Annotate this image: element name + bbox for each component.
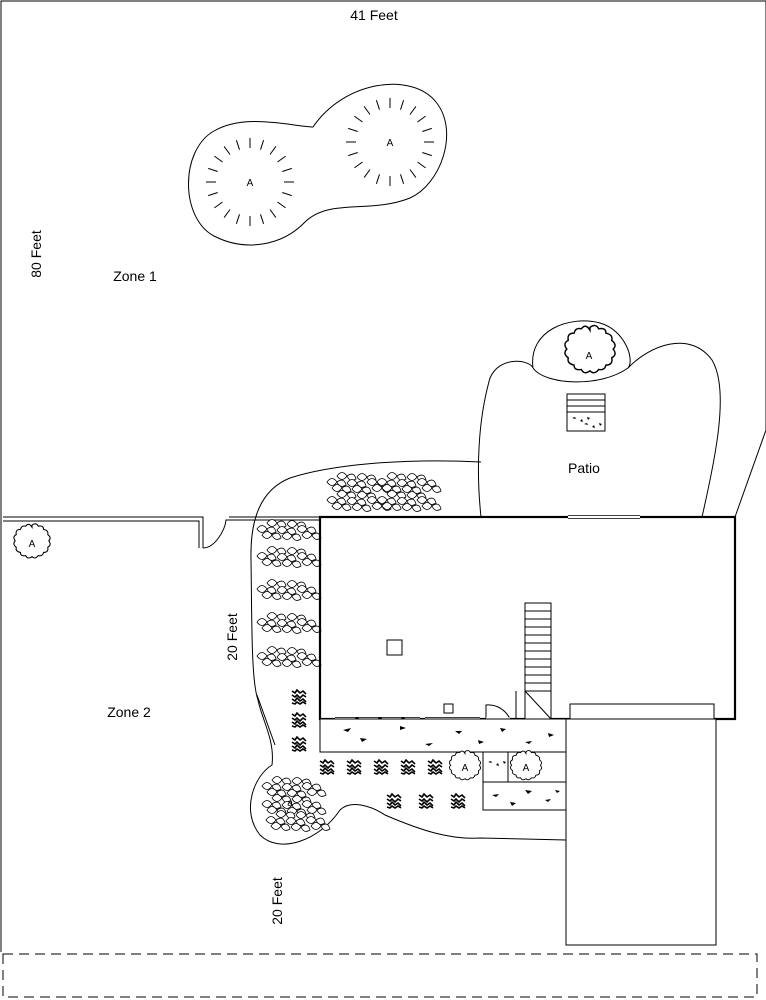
house-planting-bed — [250, 460, 567, 845]
front-tree-1-label: A — [462, 763, 469, 774]
right-bed-edge — [734, 429, 766, 518]
top-hedge — [327, 473, 441, 512]
left-height-dimension: 80 Feet — [28, 230, 44, 278]
front-door — [485, 704, 511, 720]
patio-tree — [564, 324, 616, 374]
front-planter-speckled — [482, 751, 509, 783]
street-sidewalk — [2, 953, 758, 998]
zone-1-label: Zone 1 — [113, 268, 157, 284]
patio-tree-bed — [532, 367, 629, 383]
house-feature-square — [386, 639, 403, 656]
shrub-label-right: A — [387, 138, 394, 149]
fence-tree-label: A — [29, 539, 36, 550]
peanut-bed — [188, 83, 448, 246]
front-yard-dimension: 20 Feet — [269, 877, 285, 925]
house-small-square — [443, 703, 454, 714]
dense-shrubs-front-row — [318, 758, 467, 810]
side-fence — [3, 516, 320, 549]
side-hedge — [257, 520, 321, 668]
garage-step — [569, 703, 715, 720]
patio-tree-label: A — [586, 351, 593, 362]
top-width-dimension: 41 Feet — [350, 7, 398, 23]
zone-2-label: Zone 2 — [107, 704, 151, 720]
front-leafy-shrub — [262, 777, 330, 832]
side-yard-dimension: 20 Feet — [224, 613, 240, 661]
property-boundary — [0, 0, 766, 952]
front-walkway — [319, 718, 567, 753]
patio-label: Patio — [568, 460, 600, 476]
front-shrub-label: a — [287, 798, 293, 809]
dense-shrubs-vertical — [290, 688, 308, 753]
front-tree-2-label: A — [523, 763, 530, 774]
patio-area — [477, 320, 721, 518]
shrub-label-left: A — [247, 178, 254, 189]
driveway — [565, 718, 717, 946]
stairs — [515, 602, 552, 720]
